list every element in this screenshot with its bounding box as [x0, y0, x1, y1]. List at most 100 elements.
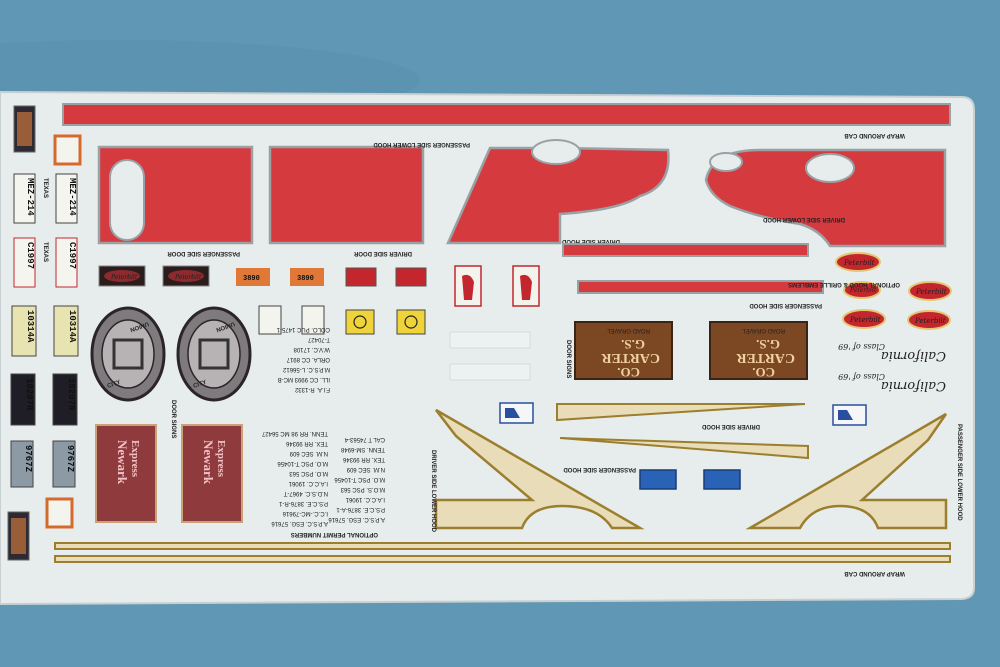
svg-text:3890: 3890 — [297, 275, 314, 283]
yellow-sticker-emblem-2 — [404, 315, 418, 329]
svg-text:Peterbilt: Peterbilt — [110, 274, 138, 281]
cream-flame-left — [434, 408, 645, 530]
plate-9767-2: 9767Z — [52, 440, 76, 488]
svg-text:California: California — [881, 378, 946, 393]
svg-text:Peterbilt: Peterbilt — [915, 288, 947, 296]
passenger-hood-flame — [704, 148, 947, 248]
driver-hood-label: DRIVER SIDE HOOD — [561, 238, 620, 244]
cream-flame-right — [745, 412, 948, 530]
driver-side-hood-label-b: DRIVER SIDE HOOD — [701, 423, 760, 429]
permit-line: M.O. PSC 563 — [289, 470, 328, 476]
door-signs-label-left: DOOR SIGNS — [170, 400, 176, 438]
texas-label-2: TEXAS — [42, 242, 48, 262]
permit-line: M.P.S.C. L-56612 — [282, 366, 330, 372]
permit-line: M.O. PSC T-10456 — [277, 460, 328, 466]
svg-text:G.S.: G.S. — [621, 337, 645, 352]
plate-10207-2: 10207R — [52, 373, 78, 426]
orange-tag-2: 3890 — [290, 268, 324, 286]
svg-text:CARTER: CARTER — [600, 350, 660, 365]
rooster-tag-1 — [454, 265, 482, 307]
permit-line: I.A.C.C. 19061 — [288, 480, 328, 486]
svg-text:C1997: C1997 — [25, 242, 35, 269]
driver-hood-flame — [446, 139, 670, 245]
svg-text:Express: Express — [215, 440, 227, 478]
svg-text:G.S.: G.S. — [756, 337, 780, 352]
plate-9767-1: 9767Z — [10, 440, 34, 488]
permit-line: N.D.S.C. 4967-T — [283, 490, 328, 496]
peterbilt-emblem-2: Peterbilt — [843, 281, 881, 299]
faint-white-decal-1 — [449, 331, 531, 349]
orange-frame-badge-bottom — [45, 497, 74, 529]
gold-hood-stripe-1 — [556, 403, 806, 422]
svg-text:3890: 3890 — [243, 275, 260, 283]
blue-sticker-1-mark — [505, 408, 520, 418]
wrap-label-top: WRAP AROUND CAB — [844, 132, 905, 138]
svg-text:9767Z: 9767Z — [65, 445, 75, 472]
mid-red-stripe-1 — [562, 243, 809, 257]
permit-line: TEX. RR 99346 — [285, 440, 328, 446]
red-tag-2 — [395, 267, 427, 287]
svg-text:ROAD GRAVEL: ROAD GRAVEL — [741, 327, 785, 333]
svg-text:MEZ-214: MEZ-214 — [67, 178, 77, 216]
union-city-emblem-1: UNION CITY — [90, 306, 166, 402]
permit-line: TENN. SM-6948 — [340, 446, 385, 452]
svg-text:California: California — [881, 348, 946, 363]
carter-door-sign-2: G.S. CARTER CO. ROAD GRAVEL — [709, 321, 808, 380]
blue-tag-2 — [703, 469, 741, 490]
california-hauler-script-2: California Class of '69 — [838, 372, 946, 393]
colorful-badge-top-inner — [17, 112, 32, 146]
newark-express-sign-2: Newark Express — [181, 424, 243, 523]
svg-text:CITY: CITY — [193, 380, 208, 390]
sheet-shade — [0, 90, 975, 606]
yellow-sticker-2 — [396, 309, 426, 335]
door-signs-label-right: DOOR SIGNS — [565, 340, 571, 378]
passenger-side-hood-label-b: PASSENGER SIDE HOOD — [563, 466, 636, 472]
passenger-side-lower-hood-label-b: PASSENGER SIDE LOWER HOOD — [956, 424, 962, 521]
orange-frame-badge-top — [53, 134, 82, 166]
yellow-sticker-emblem-1 — [353, 315, 367, 329]
svg-text:Peterbilt: Peterbilt — [849, 287, 877, 294]
plate-10314-1: 10314A — [11, 305, 37, 357]
permit-line: COLO. PUC 1475-1 — [276, 326, 330, 332]
peterbilt-nameplate-1: Peterbilt — [98, 265, 146, 287]
permit-line: M.O. PSC T-10456 — [334, 476, 385, 482]
colorful-badge-bottom-inner — [11, 518, 26, 554]
permit-line: F.I.A. R-1332 — [294, 386, 330, 392]
driver-lower-hood-label: DRIVER SIDE LOWER HOOD — [762, 216, 845, 222]
svg-text:Peterbilt: Peterbilt — [914, 317, 946, 325]
union-city-emblem-2: UNION CITY — [176, 306, 252, 402]
plate-10314-2: 10314A — [53, 305, 79, 357]
driver-door-panel — [268, 145, 425, 245]
driver-door-label: DRIVER SIDE DOOR — [353, 250, 412, 256]
newark-express-sign-1: Newark Express — [95, 424, 157, 523]
peterbilt-emblem-3: Peterbilt — [908, 281, 952, 301]
permit-line: A.P.S.C. ESG. 57616 — [328, 516, 385, 522]
permit-line: I.A.C.C. 19061 — [345, 496, 385, 502]
svg-text:ROAD GRAVEL: ROAD GRAVEL — [606, 327, 650, 333]
wrap-label-bottom: WRAP AROUND CAB — [844, 570, 905, 576]
svg-text:Peterbilt: Peterbilt — [843, 259, 875, 267]
svg-text:CARTER: CARTER — [735, 350, 795, 365]
white-sticker-1 — [258, 305, 282, 335]
peterbilt-emblem-1: Peterbilt — [835, 252, 881, 272]
svg-text:Peterbilt: Peterbilt — [849, 316, 881, 324]
permit-list-right: A.P.S.C. ESG. 57616 P.S.C.E. 3876-A-1 I.A.… — [328, 436, 385, 522]
orange-tag-1: 3890 — [236, 268, 270, 286]
permit-line: W.V.C. 17108 — [293, 346, 330, 352]
permit-line: P.S.C.E. 3876-A-1 — [336, 506, 385, 512]
peterbilt-emblem-4: Peterbilt — [842, 309, 886, 329]
top-wrap-stripe — [62, 103, 951, 126]
texas-label-1: TEXAS — [42, 178, 48, 198]
bottom-wrap-stripe-1 — [54, 542, 951, 550]
svg-text:10314A: 10314A — [25, 310, 35, 343]
yellow-sticker-1 — [345, 309, 375, 335]
svg-text:CO.: CO. — [752, 365, 775, 380]
plate-c1997-2: C1997 — [55, 237, 78, 288]
svg-text:C1997: C1997 — [67, 242, 77, 269]
passenger-door-panel — [97, 145, 254, 245]
california-hauler-script-1: California Class of '69 — [838, 342, 946, 363]
faint-white-decal-2 — [449, 363, 531, 381]
permit-line: ORLA. CC 8917 — [286, 356, 330, 362]
svg-text:9767Z: 9767Z — [23, 445, 33, 472]
